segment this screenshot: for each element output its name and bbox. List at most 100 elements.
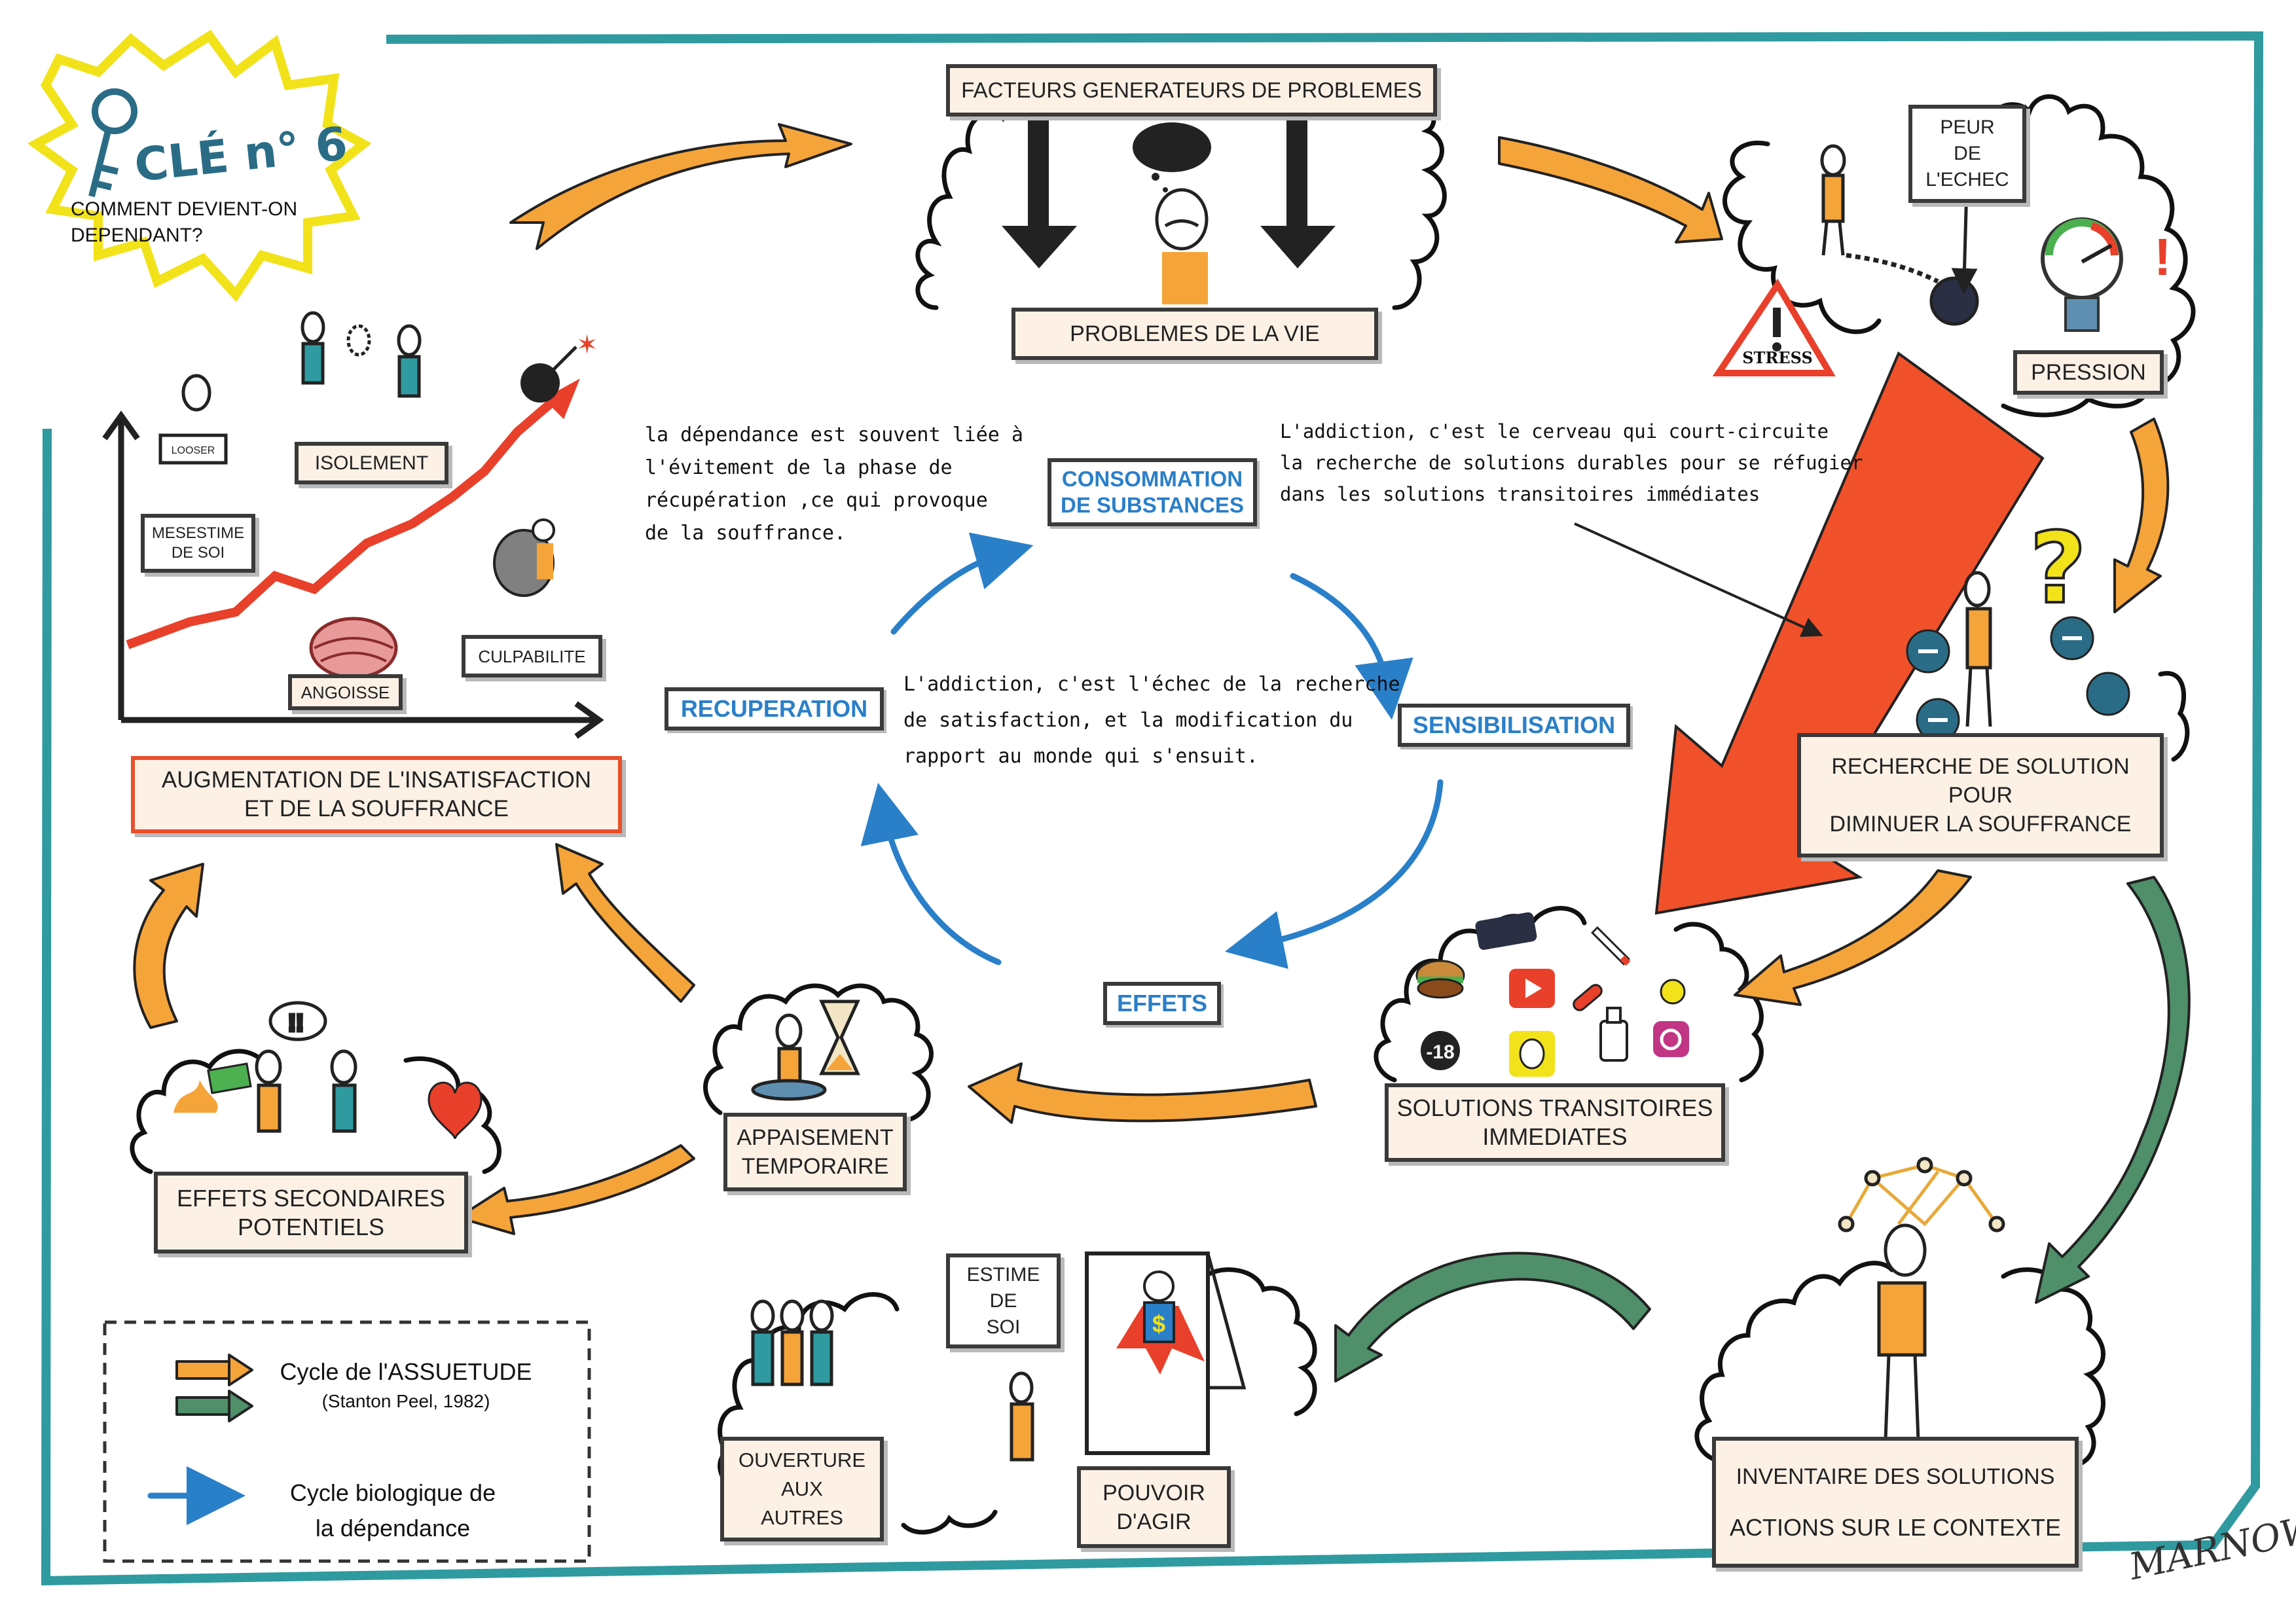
pointer-arrow <box>1574 522 1823 637</box>
looser-person-icon: LOOSER <box>158 374 228 465</box>
legend-green-arrow <box>175 1396 230 1416</box>
cloud-effets-sec <box>130 1049 501 1174</box>
chain-ball-icon <box>1820 144 1979 326</box>
orange-arrow-4 <box>1734 869 1972 1006</box>
down-arrow-left <box>1002 118 1077 268</box>
blue-arrow-2 <box>1290 573 1413 720</box>
brain-icon <box>309 617 398 679</box>
stress-label: STRESS <box>1742 348 1813 367</box>
sad-person-icon <box>1155 188 1209 304</box>
cigarette-icon <box>1591 926 1631 966</box>
group-people-icon <box>750 1299 1034 1462</box>
pill-icon <box>1573 984 1603 1011</box>
legend-citation: (Stanton Peel, 1982) <box>321 1391 490 1411</box>
blue-arrow-3 <box>1224 779 1444 969</box>
inventaire-line-1: INVENTAIRE DES SOLUTIONS <box>1736 1464 2055 1489</box>
bio-effets: EFFETS <box>1103 982 1221 1025</box>
storm-cloud-icon <box>1133 122 1211 192</box>
bottle-icon <box>1599 1007 1628 1062</box>
legend-frame <box>103 1320 591 1563</box>
blue-arrow-4 <box>860 782 1002 965</box>
box-augmentation: AUGMENTATION DE L'INSATISFACTION ET DE L… <box>131 756 622 833</box>
fire-money-icon <box>173 1062 252 1113</box>
box-recherche: RECHERCHE DE SOLUTION POUR DIMINUER LA S… <box>1797 733 2164 857</box>
key-badge-burst <box>27 29 372 302</box>
question-mark-icon: ? <box>2030 512 2086 626</box>
svg-text:-18: -18 <box>1426 1041 1454 1063</box>
inventaire-line-2: ACTIONS SUR LE CONTEXTE <box>1729 1514 2062 1541</box>
box-problemes: PROBLEMES DE LA VIE <box>1011 308 1378 360</box>
big-red-arrow <box>1654 351 2045 915</box>
orange-arrow-6 <box>457 1144 695 1235</box>
box-ouverture: OUVERTURE AUX AUTRES <box>720 1437 884 1541</box>
green-arrow-2 <box>1334 1252 1651 1382</box>
orange-arrow-3 <box>2113 418 2170 613</box>
mini-graph <box>102 378 604 739</box>
box-appaisement: APPAISEMENT TEMPORAIRE <box>723 1113 907 1191</box>
legend-assuetude-label: Cycle de l'ASSUETUDE <box>280 1358 532 1385</box>
cloud-stress <box>1722 94 2196 418</box>
box-solutions-transitoires: SOLUTIONS TRANSITOIRES IMMEDIATES <box>1385 1083 1725 1162</box>
graph-trend-line <box>126 389 566 649</box>
svg-text:!!: !! <box>288 1009 304 1036</box>
box-effets-secondaires: EFFETS SECONDAIRES POTENTIELS <box>154 1172 468 1253</box>
legend-cycle-assuetude: Cycle de l'ASSUETUDE (Stanton Peel, 1982… <box>262 1358 550 1412</box>
box-pression: PRESSION <box>2013 350 2164 395</box>
box-angoisse: ANGOISSE <box>288 674 403 710</box>
legend-orange-arrow <box>175 1360 230 1380</box>
stress-warning-icon: STRESS <box>1712 278 1836 376</box>
phone-icon <box>1475 912 1537 950</box>
note-echec: L'addiction, c'est l'échec de la recherc… <box>903 673 1400 768</box>
box-facteurs: FACTEURS GENERATEURS DE PROBLEMES <box>946 64 1437 117</box>
green-arrow-1 <box>2035 876 2191 1304</box>
cloud-problemes <box>915 89 1447 310</box>
hourglass-icon <box>819 1000 860 1075</box>
orange-arrow-5 <box>968 1062 1317 1124</box>
rock-burden-icon <box>493 518 555 597</box>
frame-border <box>41 31 2264 1586</box>
key-icon <box>88 88 137 198</box>
blue-arrow-1 <box>890 532 1034 635</box>
orange-arrow-8 <box>555 843 695 1003</box>
instagram-icon <box>1653 1021 1689 1057</box>
orange-arrow-2 <box>1498 136 1723 243</box>
minus18-icon: -18 <box>1421 1031 1460 1070</box>
note-court-circuite: L'addiction, c'est le cerveau qui court-… <box>1280 420 1863 505</box>
box-inventaire: INVENTAIRE DES SOLUTIONS ACTIONS SUR LE … <box>1712 1437 2079 1568</box>
superhero-icon: $ <box>1085 1252 1247 1455</box>
heart-icon <box>428 1081 483 1140</box>
orange-arrow-7 <box>133 863 204 1029</box>
box-isolement: ISOLEMENT <box>295 442 448 484</box>
svg-text:LOOSER: LOOSER <box>172 445 215 456</box>
smiley-icon <box>1660 979 1686 1005</box>
title-question: COMMENT DEVIENT-ON DEPENDANT? <box>71 198 298 246</box>
legend-bio-line-2: la dépendance <box>315 1515 471 1541</box>
isolement-people-icon <box>301 311 422 398</box>
network-head-icon <box>1838 1157 2005 1441</box>
couple-argument-icon: !! <box>255 1001 357 1133</box>
box-peur: PEUR DE L'ECHEC <box>1908 105 2026 203</box>
meditating-person-icon <box>751 1013 827 1101</box>
svg-text:$: $ <box>1152 1310 1165 1337</box>
svg-text:!: ! <box>2154 228 2172 286</box>
note-recuperation: la dépendance est souvent liée à l'évite… <box>645 424 1023 545</box>
youtube-icon <box>1509 969 1555 1008</box>
pressure-gauge-icon: ! <box>2041 217 2172 332</box>
snapchat-icon <box>1509 1031 1555 1077</box>
cloud-appaisement <box>703 983 934 1122</box>
solutions-icons: -18 <box>1415 912 1689 1077</box>
bomb-icon: ✶ <box>520 330 598 403</box>
box-culpabilite: CULPABILITE <box>462 635 602 677</box>
bio-recuperation: RECUPERATION <box>665 687 884 730</box>
bio-sensibilisation: SENSIBILISATION <box>1398 704 1630 747</box>
burger-icon <box>1415 960 1465 999</box>
legend-cycle-bio: Cycle biologique de la dépendance <box>262 1479 524 1542</box>
orange-arrow-1 <box>509 123 852 250</box>
minus-and-arrow-circles <box>1906 616 2130 742</box>
box-mesestime: MESESTIME DE SOI <box>141 514 255 573</box>
down-arrow-right <box>1260 118 1336 268</box>
legend-bio-line-1: Cycle biologique de <box>289 1479 496 1506</box>
box-pouvoir: POUVOIR D'AGIR <box>1077 1466 1231 1548</box>
box-estime: ESTIME DE SOI <box>946 1253 1061 1348</box>
